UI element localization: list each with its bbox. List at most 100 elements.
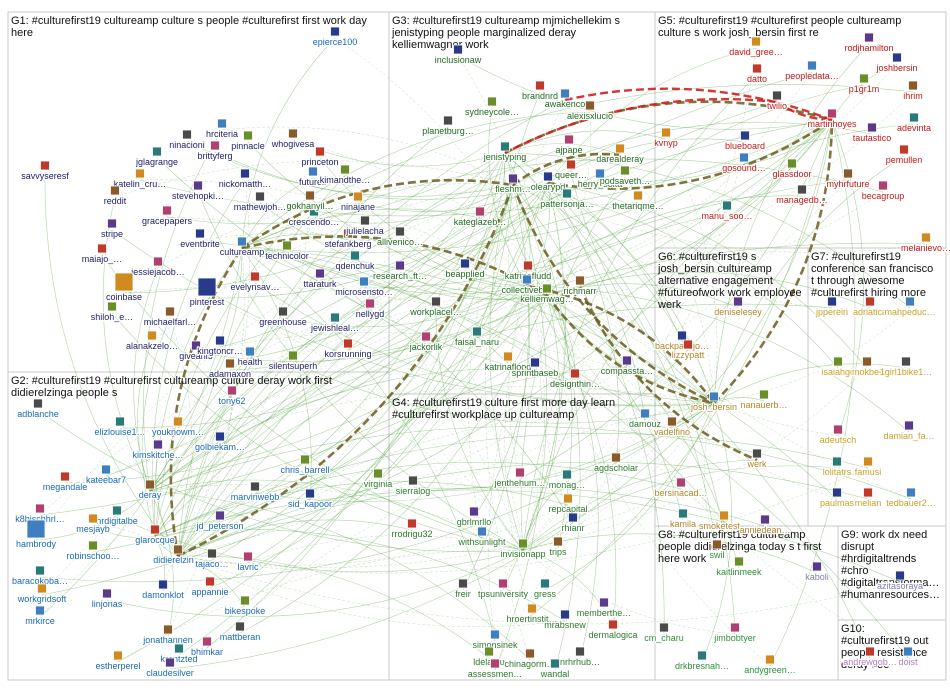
node-170[interactable]: jpperein [814,296,849,318]
node-64[interactable]: didierelzin… [152,544,204,566]
node-86[interactable]: ajpape [554,134,584,156]
node-25[interactable]: julielacha [344,215,385,237]
node-125[interactable]: freir [454,578,472,600]
node-53[interactable]: chris_barrell [279,454,331,476]
node-124[interactable]: trips [548,536,568,558]
node-107[interactable]: faisal_naru [454,326,500,348]
node-2[interactable]: hrciteria [205,118,239,140]
node-130[interactable]: mrabsnew [543,609,587,631]
node-42[interactable]: health [237,346,263,368]
node-185[interactable]: cm_charu [643,622,685,644]
node-22[interactable]: cultureamp [219,236,265,258]
node-112[interactable]: damouz [628,408,663,430]
node-9[interactable]: stevehopki… [171,180,225,202]
node-121[interactable]: rrodrigu32 [390,518,434,540]
node-151[interactable]: pemullen [885,144,923,166]
node-99[interactable]: research_ft… [372,260,428,282]
node-156[interactable]: becagroup [861,180,905,202]
node-159[interactable]: deniselesey [713,296,763,318]
node-113[interactable]: virginia [363,468,393,490]
node-158[interactable]: melanievo… [900,232,950,254]
node-164[interactable]: vadelfino [653,416,691,438]
node-114[interactable]: agdscholar [593,452,639,474]
node-36[interactable]: nellygd [355,298,385,320]
node-0[interactable]: epierce100 [312,26,358,48]
node-23[interactable]: technicolor [264,240,310,262]
node-52[interactable]: kateebar7 [85,464,127,486]
node-89[interactable]: fleshm… [494,173,532,195]
node-21[interactable]: maiajo_… [81,243,123,265]
node-167[interactable]: kamila [669,508,697,530]
node-129[interactable]: memberthe… [576,597,632,619]
node-7[interactable]: jglagrange [134,146,179,168]
node-97[interactable]: pattersonja… [539,188,595,210]
node-102[interactable]: collectiveb… [500,274,554,296]
node-117[interactable]: monag… [548,469,586,491]
node-83[interactable]: sydneycole… [464,96,520,118]
node-49[interactable]: kimskitche… [131,439,185,461]
node-50[interactable]: golbiekam… [194,431,246,453]
node-148[interactable]: kvnyp [653,127,679,149]
node-157[interactable]: manu_soo… [700,200,754,222]
node-174[interactable]: mokber [851,356,883,378]
node-187[interactable]: drkbresnah… [674,650,730,672]
node-105[interactable]: workplacel… [408,296,463,318]
node-175[interactable]: 1girl1bike1… [879,356,933,378]
node-160[interactable]: backpackjo… [654,330,710,352]
node-138[interactable]: david_gree… [728,36,784,58]
node-153[interactable]: glassdoor [771,158,813,180]
node-188[interactable]: andygreen… [743,654,797,676]
node-75[interactable]: mattberan [219,621,261,643]
node-126[interactable]: tpsuniversity [477,578,530,600]
node-191[interactable]: andrewgob… [842,646,898,668]
node-119[interactable]: gbrlmrllo [456,506,492,528]
node-147[interactable]: adevinta [896,112,932,134]
node-127[interactable]: gress [533,578,558,600]
node-135[interactable]: nrhrhub… [559,646,601,668]
node-150[interactable]: blueboard [724,130,766,152]
node-152[interactable]: gosound… [721,152,767,174]
node-110[interactable]: sprintbaseb [511,357,559,379]
node-61[interactable]: glarocque [134,524,176,546]
node-104[interactable]: richmarr [562,275,598,297]
node-76[interactable]: bhimkar [190,636,224,658]
node-94[interactable]: gokhanyil… [285,190,335,212]
node-71[interactable]: appannie [190,576,230,598]
node-106[interactable]: jackorlik [408,331,444,353]
node-171[interactable]: adriatica [852,296,888,318]
node-165[interactable]: werk [745,448,768,470]
node-163[interactable]: nanauerb… [739,389,789,411]
node-8[interactable]: katelin_cru… [113,168,167,190]
node-179[interactable]: damian_fa… [882,420,936,442]
node-28[interactable]: coinbase [105,272,143,303]
node-100[interactable]: beapplied [444,258,486,280]
node-115[interactable]: sierralog [395,475,431,497]
node-98[interactable]: thetariqme… [611,190,665,212]
node-140[interactable]: joshbersin [874,52,919,74]
node-54[interactable]: deray [138,479,163,501]
node-92[interactable]: herry_solta [577,168,623,190]
node-1[interactable]: savvyseresf [20,160,70,182]
node-111[interactable]: designthin… [549,368,601,390]
node-10[interactable]: nickomatth… [218,168,272,190]
node-96[interactable]: kateglazeb… [453,206,507,228]
node-68[interactable]: workgridsoft [16,583,68,605]
node-74[interactable]: jonathannen [141,624,194,646]
node-134[interactable]: chinagorm… [503,648,557,670]
node-19[interactable]: stripe [100,218,124,240]
node-30[interactable]: pinterest [189,277,226,308]
node-155[interactable]: managedb… [775,184,829,206]
node-58[interactable]: mesjayb [75,513,111,535]
node-184[interactable]: swil [708,539,726,561]
node-41[interactable]: korsrunning [323,338,373,360]
node-35[interactable]: greenhouse [258,306,308,328]
node-26[interactable]: jessiejacob… [129,256,186,278]
node-70[interactable]: damonklot [141,579,185,601]
node-13[interactable]: kimandthe… [319,164,371,186]
node-133[interactable]: ldelacru [472,646,506,668]
node-192[interactable]: doist [897,646,919,668]
node-144[interactable]: ihrim [902,80,924,102]
node-59[interactable]: jd_peterson [194,510,245,532]
node-180[interactable]: paulmas [819,487,856,509]
node-80[interactable]: inclusionaw [434,44,483,66]
